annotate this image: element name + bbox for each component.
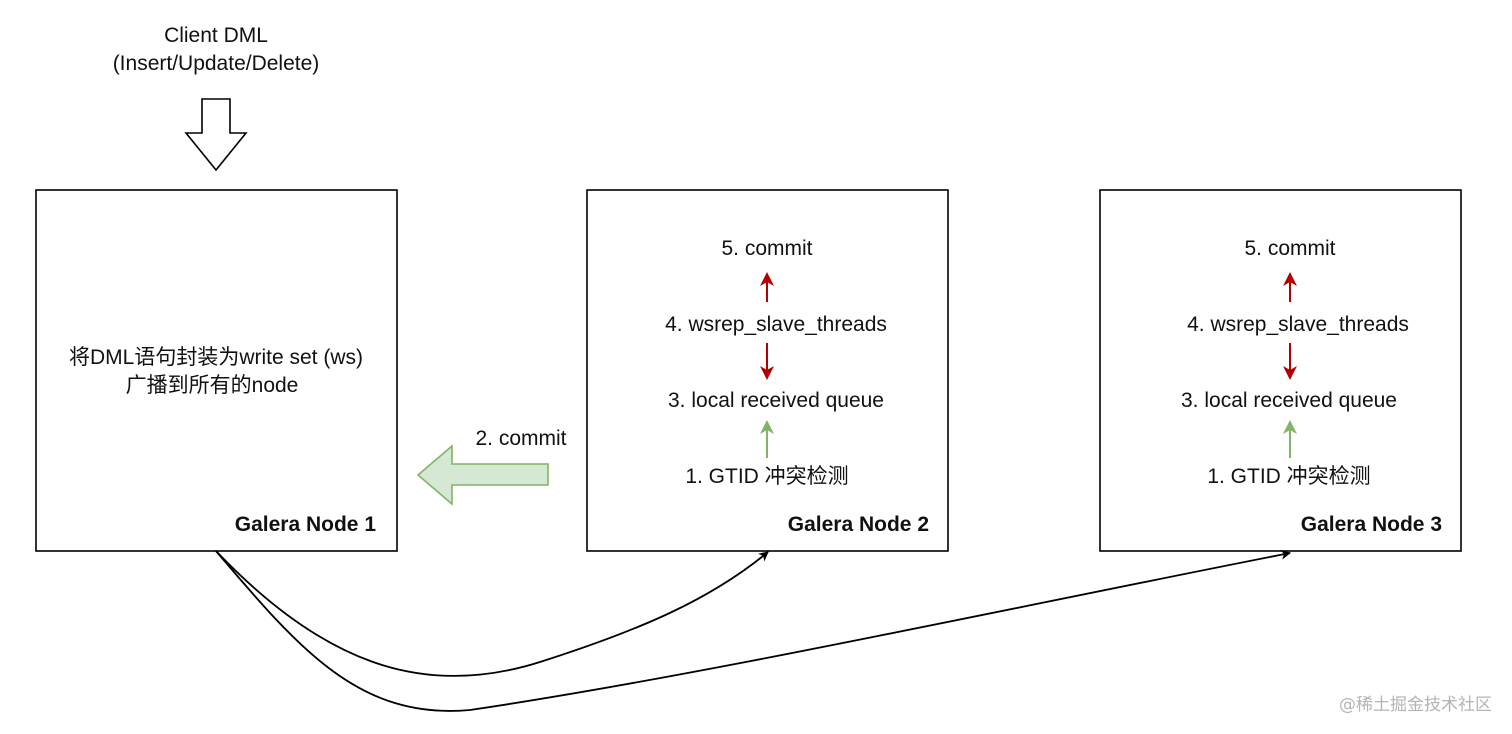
node2-title: Galera Node 2 xyxy=(788,513,929,536)
galera-node-3-box xyxy=(1099,189,1462,552)
broadcast-curve-to-node2 xyxy=(215,550,769,677)
node2-arrow-5-icon xyxy=(760,272,774,302)
commit-back-label: 2. commit xyxy=(475,427,566,450)
node3-arrow-4-icon xyxy=(1283,343,1297,380)
watermark-text: @稀土掘金技术社区 xyxy=(1339,695,1492,715)
node2-step3: 3. local received queue xyxy=(668,389,884,412)
node2-step4: 4. wsrep_slave_threads xyxy=(665,313,887,336)
node3-step5: 5. commit xyxy=(1244,237,1335,260)
node3-step4: 4. wsrep_slave_threads xyxy=(1187,313,1409,336)
node2-arrow-1-icon xyxy=(760,420,774,458)
node3-arrow-1-icon xyxy=(1283,420,1297,458)
node3-step1: 1. GTID 冲突检测 xyxy=(1207,465,1370,488)
node1-desc-line2: 广播到所有的node xyxy=(126,374,299,397)
node1-desc-line1: 将DML语句封装为write set (ws) xyxy=(69,346,363,369)
node3-arrow-5-icon xyxy=(1283,272,1297,302)
node2-arrow-4-icon xyxy=(760,343,774,380)
galera-node-1-box xyxy=(35,189,398,552)
broadcast-curve-to-node3 xyxy=(215,549,1291,712)
client-dml-label: Client DML xyxy=(164,24,268,47)
node2-step5: 5. commit xyxy=(721,237,812,260)
node3-step3: 3. local received queue xyxy=(1181,389,1397,412)
client-dml-ops-label: (Insert/Update/Delete) xyxy=(113,52,320,75)
node3-title: Galera Node 3 xyxy=(1301,513,1442,536)
commit-back-arrow-icon xyxy=(416,444,549,506)
node2-step1: 1. GTID 冲突检测 xyxy=(685,465,848,488)
client-down-arrow-icon xyxy=(184,98,248,172)
node1-title: Galera Node 1 xyxy=(235,513,377,536)
